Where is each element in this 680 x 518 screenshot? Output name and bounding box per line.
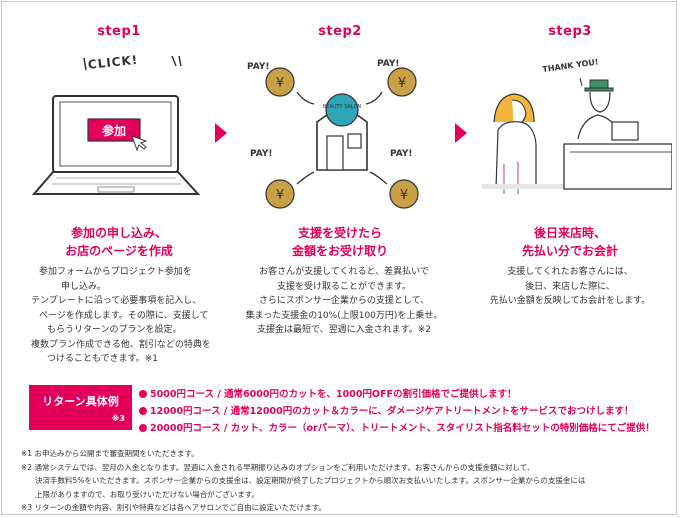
return-item: 5000円コース / 通常6000円のカットを、1000円OFFの割引価格でご提… xyxy=(139,386,517,400)
svg-text:PAY!: PAY! xyxy=(377,59,400,69)
svg-text:PAY!: PAY! xyxy=(250,149,273,159)
svg-text:¥: ¥ xyxy=(400,188,408,203)
step2-description: お客さんが支援してくれると、差異払いで 支援を受け取ることができます。 さらにス… xyxy=(245,267,443,335)
salon-illustration: PAY! PAY! PAY! PAY! ¥ ¥ ¥ ¥ BEAUTY SALON xyxy=(247,59,419,209)
step1-title: step1 xyxy=(97,24,141,39)
svg-text:¥: ¥ xyxy=(276,76,284,91)
returns-label-box: リターン具体例 ※3 xyxy=(29,385,132,430)
pay-text: PAY! xyxy=(247,62,270,72)
step3-heading: 後日来店時、先払い分でお会計 xyxy=(521,226,618,258)
arrow-icon xyxy=(455,123,467,143)
step3-description: 支援してくれたお客さんには、 後日、来店した際に、 先払い金額を反映してお会計を… xyxy=(489,267,651,306)
footnotes: ※1 お申込みから公開まで審査期間をいただきます。 ※2 通常システムでは、翌月… xyxy=(21,449,586,512)
svg-text:¥: ¥ xyxy=(276,188,284,203)
laptop-illustration: CLICK! 参加 xyxy=(31,53,201,195)
return-item: 20000円コース / カット、カラー（orパーマ）、トリートメント、スタイリス… xyxy=(139,420,655,434)
step1-heading: 参加の申し込み、お店のページを作成 xyxy=(65,226,173,258)
svg-text:¥: ¥ xyxy=(398,76,406,91)
bullet-icon xyxy=(139,424,147,432)
return-item: 12000円コース / 通常12000円のカット＆カラーに、ダメージケアトリート… xyxy=(139,403,633,417)
coin-icon xyxy=(265,67,295,97)
click-text: CLICK! xyxy=(87,53,139,72)
thanks-text: THANK YOU! xyxy=(542,57,599,74)
returns-note-ref: ※3 xyxy=(111,414,125,423)
svg-text:PAY!: PAY! xyxy=(390,149,413,159)
bullet-icon xyxy=(139,390,147,398)
salon-sign-text: BEAUTY SALON xyxy=(323,104,362,110)
returns-label: リターン具体例 xyxy=(42,395,119,408)
counter-illustration: THANK YOU! xyxy=(482,57,672,194)
bullet-icon xyxy=(139,407,147,415)
step2-title: step2 xyxy=(318,24,362,39)
arrow-icon xyxy=(215,123,227,143)
coin-icon xyxy=(389,179,419,209)
join-button-text: 参加 xyxy=(102,123,126,138)
step3-title: step3 xyxy=(548,24,592,39)
salon-sign-icon xyxy=(325,93,359,127)
coin-icon xyxy=(265,179,295,209)
coin-icon xyxy=(387,67,417,97)
step1-description: 参加フォームからプロジェクト参加を 申し込み。 テンプレートに沿って必要事項を記… xyxy=(31,267,211,364)
step2-heading: 支援を受けたら金額をお受け取り xyxy=(291,226,388,258)
